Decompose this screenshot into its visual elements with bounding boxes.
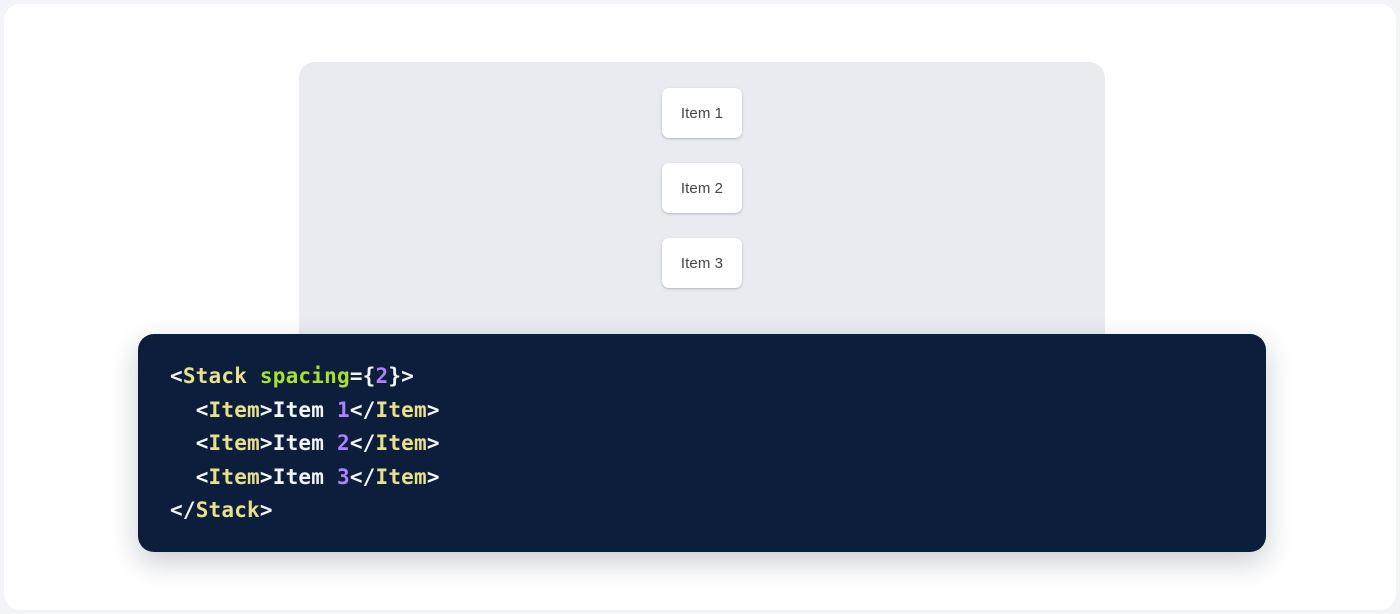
code-line: <Item>Item 2</Item> bbox=[170, 427, 440, 461]
code-line: <Item>Item 1</Item> bbox=[170, 394, 440, 428]
code-line: <Item>Item 3</Item> bbox=[170, 461, 440, 495]
code-token-attr: spacing bbox=[259, 364, 350, 388]
stack-item-label: Item 3 bbox=[680, 254, 724, 272]
code-line: <Stack spacing={2}> bbox=[170, 360, 440, 394]
code-token-punct: > bbox=[426, 431, 440, 455]
code-token-punct: ={ bbox=[349, 364, 376, 388]
code-token-punct: </ bbox=[349, 397, 376, 422]
code-token-tag: Item bbox=[375, 464, 427, 489]
code-token-punct: < bbox=[195, 431, 209, 455]
code-token-punct: > bbox=[259, 464, 273, 489]
code-token-tag: Item bbox=[375, 397, 427, 422]
code-token-tag: Item bbox=[208, 397, 260, 422]
code-indent bbox=[170, 465, 196, 489]
code-token-punct: </ bbox=[170, 498, 196, 522]
code-token-tag: Stack bbox=[182, 364, 248, 388]
code-token-punct: > bbox=[259, 498, 273, 522]
stack-container: Item 1 Item 2 Item 3 bbox=[299, 88, 1105, 288]
code-token-num: 2 bbox=[375, 364, 389, 388]
code-token-tag: Item bbox=[208, 464, 260, 489]
code-token-punct: > bbox=[259, 431, 273, 455]
stack-item-label: Item 2 bbox=[680, 179, 724, 197]
stack-item[interactable]: Item 2 bbox=[662, 163, 742, 213]
code-indent bbox=[170, 431, 196, 455]
code-token-punct: < bbox=[195, 397, 209, 422]
code-token-num: 1 bbox=[336, 397, 350, 422]
code-line: </Stack> bbox=[170, 494, 440, 528]
stack-item[interactable]: Item 1 bbox=[662, 88, 742, 138]
code-token-punct: </ bbox=[349, 431, 376, 455]
code-token-tag: Item bbox=[208, 431, 260, 455]
code-token-tag: Stack bbox=[195, 498, 260, 522]
code-block[interactable]: <Stack spacing={2}> <Item>Item 1</Item> … bbox=[170, 360, 440, 528]
component-preview-panel: Item 1 Item 2 Item 3 bbox=[299, 62, 1105, 352]
code-token-punct: </ bbox=[349, 464, 376, 489]
code-token-punct: }> bbox=[388, 364, 415, 388]
code-token-num: 3 bbox=[336, 464, 350, 489]
code-token-text: Item bbox=[272, 397, 337, 422]
code-token-punct: > bbox=[426, 397, 440, 422]
code-token-text: Item bbox=[272, 464, 337, 489]
code-indent bbox=[170, 398, 196, 422]
stack-item[interactable]: Item 3 bbox=[662, 238, 742, 288]
code-token-text bbox=[247, 364, 260, 388]
stack-item-label: Item 1 bbox=[680, 104, 724, 122]
code-token-text: Item bbox=[272, 431, 337, 455]
code-token-tag: Item bbox=[375, 431, 427, 455]
code-token-punct: > bbox=[259, 397, 273, 422]
code-token-punct: < bbox=[195, 464, 209, 489]
code-token-punct: < bbox=[170, 364, 183, 388]
code-snippet-panel: <Stack spacing={2}> <Item>Item 1</Item> … bbox=[138, 334, 1266, 552]
code-token-punct: > bbox=[426, 464, 440, 489]
code-token-num: 2 bbox=[336, 431, 350, 455]
